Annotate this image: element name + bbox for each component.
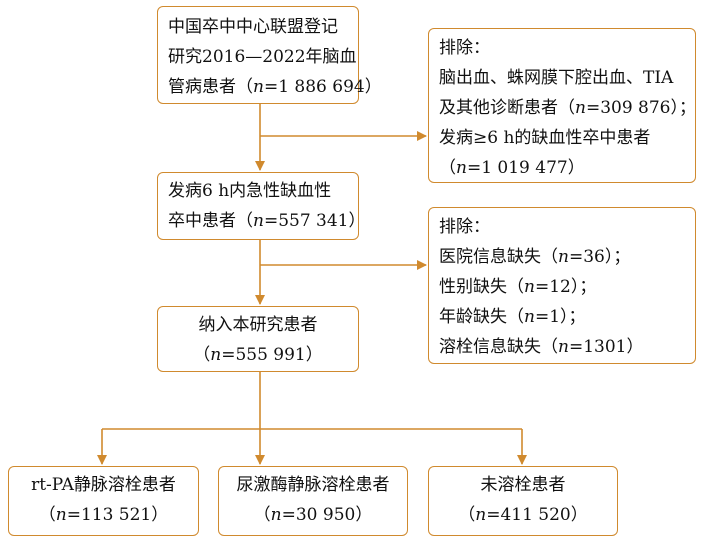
exclusion-1-line-4: （n=1 019 477）	[439, 153, 695, 183]
group-n-symbol: n	[475, 505, 487, 525]
exclusion-2-item-count: =1301）	[568, 337, 644, 357]
exclusion-2-n-symbol: n	[558, 247, 569, 267]
registry-line-3: 管病患者（n=1 886 694）	[168, 72, 382, 102]
registry-line-2: 研究2016—2022年脑血	[168, 47, 357, 67]
exclusion-1-title: 排除：	[439, 38, 490, 58]
group-label: rt-PA静脉溶栓患者	[31, 475, 176, 495]
group-n-symbol: n	[270, 505, 282, 525]
exclusion-2-item-prefix: 医院信息缺失（	[439, 247, 558, 267]
registry-line-3-prefix: 管病患者（	[168, 77, 253, 97]
included-box: 纳入本研究患者 （n=555 991）	[157, 306, 359, 372]
group-label: 尿激酶静脉溶栓患者	[236, 475, 390, 495]
exclusion-1-line-2: 及其他诊断患者（n=309 876）；	[439, 93, 696, 123]
onset-line-2: 卒中患者（n=557 341）	[168, 206, 366, 236]
group-count-prefix: （	[458, 505, 476, 525]
registry-n-symbol: n	[253, 77, 264, 97]
registry-count: =1 886 694）	[263, 77, 382, 97]
exclusion-1-count-1: =309 876）；	[585, 98, 696, 118]
exclusion-2-item: 年龄缺失（n=1）；	[439, 302, 695, 332]
exclusion-1-line-2-prefix: 及其他诊断患者（	[439, 98, 575, 118]
onset-count: =557 341）	[263, 211, 366, 231]
exclusion-2-n-symbol: n	[524, 307, 535, 327]
group-count-line: （n=113 521）	[9, 500, 198, 530]
exclusion-1-count-2: =1 019 477）	[466, 158, 585, 178]
onset-box: 发病6 h内急性缺血性 卒中患者（n=557 341）	[157, 172, 366, 240]
included-line-2-prefix: （	[193, 345, 211, 365]
exclusion-1-line-1: 脑出血、蛛网膜下腔出血、TIA	[439, 68, 674, 88]
included-line-2: （n=555 991）	[158, 340, 358, 370]
registry-line-1: 中国卒中中心联盟登记	[168, 17, 338, 37]
group-count-line: （n=411 520）	[429, 500, 617, 530]
group-label: 未溶栓患者	[480, 475, 566, 495]
group-box-no-thrombolysis: 未溶栓患者 （n=411 520）	[428, 466, 618, 536]
group-count-prefix: （	[253, 505, 271, 525]
exclusion-box-2: 排除： 医院信息缺失（n=36）； 性别缺失（n=12）； 年龄缺失（n=1）；…	[428, 207, 696, 364]
group-n-symbol: n	[55, 505, 67, 525]
group-box-urokinase: 尿激酶静脉溶栓患者 （n=30 950）	[218, 466, 408, 536]
group-count: =113 521）	[66, 505, 169, 525]
exclusion-1-n-symbol: n	[575, 98, 586, 118]
exclusion-2-n-symbol: n	[524, 277, 535, 297]
group-box-rtpa: rt-PA静脉溶栓患者 （n=113 521）	[8, 466, 199, 536]
exclusion-2-item-count: =36）；	[568, 247, 631, 267]
group-count-line: （n=30 950）	[219, 500, 407, 530]
group-count: =30 950）	[281, 505, 373, 525]
exclusion-1-n-symbol-2: n	[456, 158, 467, 178]
included-n-symbol: n	[210, 345, 222, 365]
onset-line-1: 发病6 h内急性缺血性	[168, 181, 332, 201]
included-count: =555 991）	[221, 345, 323, 365]
group-count-prefix: （	[38, 505, 56, 525]
exclusion-2-title: 排除：	[439, 217, 490, 237]
exclusion-2-item-count: =12）；	[534, 277, 597, 297]
exclusion-1-line-4-prefix: （	[439, 158, 456, 178]
exclusion-2-item: 溶栓信息缺失（n=1301）	[439, 332, 695, 362]
exclusion-2-item-prefix: 性别缺失（	[439, 277, 524, 297]
registry-box: 中国卒中中心联盟登记 研究2016—2022年脑血 管病患者（n=1 886 6…	[157, 6, 382, 104]
exclusion-2-item-count: =1）；	[534, 307, 586, 327]
group-count: =411 520）	[486, 505, 588, 525]
exclusion-box-1: 排除： 脑出血、蛛网膜下腔出血、TIA 及其他诊断患者（n=309 876）； …	[428, 28, 696, 183]
exclusion-2-n-symbol: n	[558, 337, 569, 357]
included-line-1: 纳入本研究患者	[198, 315, 318, 335]
onset-line-2-prefix: 卒中患者（	[168, 211, 253, 231]
exclusion-1-line-3: 发病≥6 h的缺血性卒中患者	[439, 128, 651, 148]
exclusion-2-item: 性别缺失（n=12）；	[439, 272, 695, 302]
exclusion-2-item-prefix: 年龄缺失（	[439, 307, 524, 327]
onset-n-symbol: n	[253, 211, 264, 231]
exclusion-2-item: 医院信息缺失（n=36）；	[439, 242, 695, 272]
exclusion-2-item-prefix: 溶栓信息缺失（	[439, 337, 558, 357]
